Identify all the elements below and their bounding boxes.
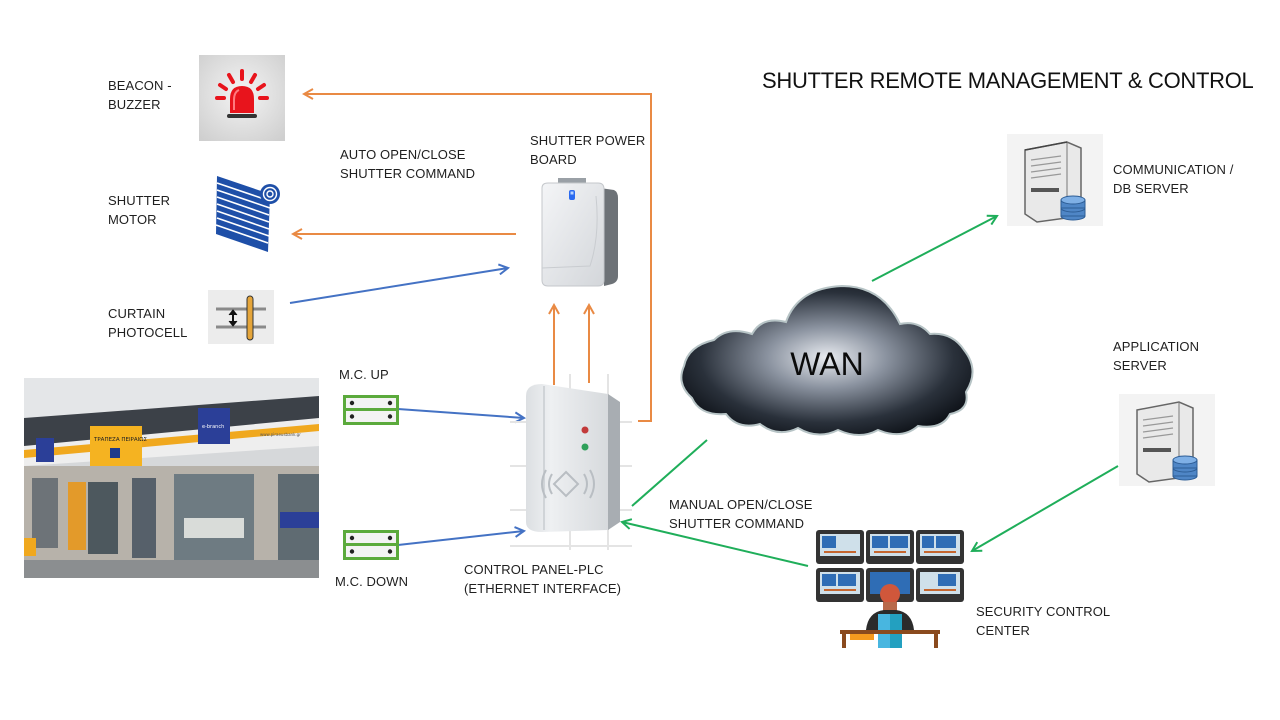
line-wan-to-commserver (871, 216, 997, 282)
security-center-label: SECURITY CONTROL CENTER (976, 604, 1111, 638)
wan-label: WAN (790, 346, 864, 382)
shutter-motor-label: SHUTTER MOTOR (108, 193, 171, 227)
ebranch-sign-text: e-branch (202, 424, 224, 430)
curtain-photocell-label: CURTAIN PHOTOCELL (108, 306, 188, 340)
line-mcdown-to-plc (397, 531, 524, 546)
mc-up-label: M.C. UP (339, 367, 389, 382)
comm-server-label: COMMUNICATION / DB SERVER (1113, 162, 1234, 196)
rolling-shutter-icon (214, 170, 284, 254)
beacon-siren-icon (199, 55, 285, 141)
app-server-label: APPLICATION SERVER (1113, 339, 1200, 373)
plc-device-icon (508, 372, 634, 552)
mc-down-magnetic-contact-icon (343, 530, 399, 560)
bank-sign-text: ΤΡΑΠΕΖΑ ΠΕΙΡΑΙΩΣ (93, 437, 147, 443)
app-server-icon (1119, 394, 1215, 486)
control-panel-label: CONTROL PANEL-PLC (ETHERNET INTERFACE) (464, 562, 622, 596)
photocell-sensor-icon (208, 290, 274, 344)
power-board-device-icon (534, 176, 620, 290)
diagram-title: SHUTTER REMOTE MANAGEMENT & CONTROL (762, 68, 1254, 93)
auto-command-label: AUTO OPEN/CLOSE SHUTTER COMMAND (340, 147, 476, 181)
mc-up-magnetic-contact-icon (343, 395, 399, 425)
manual-command-label: MANUAL OPEN/CLOSE SHUTTER COMMAND (669, 497, 813, 531)
power-board-label: SHUTTER POWER BOARD (530, 133, 646, 167)
line-mcup-to-plc (397, 408, 524, 418)
line-photocell-to-powerboard (289, 268, 508, 304)
wan-cloud-icon: WAN (674, 280, 980, 440)
line-appserver-to-security (972, 465, 1119, 551)
comm-server-icon (1007, 134, 1103, 226)
security-operator-monitors-icon (810, 522, 970, 666)
bank-url-text: www.piraeusbank.gr (260, 432, 301, 437)
mc-down-label: M.C. DOWN (335, 574, 409, 589)
beacon-label: BEACON - BUZZER (108, 78, 172, 112)
bank-branch-photo: ΤΡΑΠΕΖΑ ΠΕΙΡΑΙΩΣ e-branch www.piraeusban… (24, 378, 319, 578)
